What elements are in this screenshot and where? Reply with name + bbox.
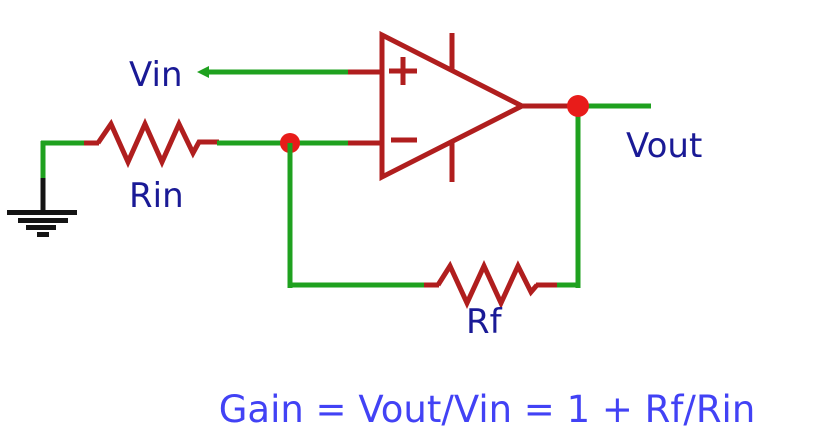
vin-wire — [197, 66, 383, 78]
opamp-symbol — [379, 30, 568, 182]
resistor-rin — [84, 117, 292, 169]
ground-icon — [7, 178, 77, 237]
vin-label: Vin — [129, 55, 183, 95]
feedback-path — [287, 143, 580, 309]
rin-label: Rin — [129, 176, 184, 216]
resistor-rf — [424, 260, 559, 309]
output-junction-dot — [567, 95, 589, 117]
wire-start-tip — [197, 66, 209, 78]
ground-branch — [7, 140, 86, 237]
rin-zigzag — [95, 117, 219, 169]
output-net — [567, 95, 651, 288]
vout-label: Vout — [626, 126, 702, 166]
ground-bar-1 — [7, 210, 77, 215]
plus-icon — [389, 57, 417, 85]
rf-label: Rf — [466, 302, 503, 342]
rf-zigzag — [435, 260, 539, 309]
ground-bar-2 — [18, 218, 68, 223]
ground-bar-3 — [26, 225, 56, 230]
inverting-input-net — [280, 133, 383, 153]
gain-formula: Gain = Vout/Vin = 1 + Rf/Rin — [219, 388, 756, 431]
ground-bar-4 — [37, 232, 49, 237]
